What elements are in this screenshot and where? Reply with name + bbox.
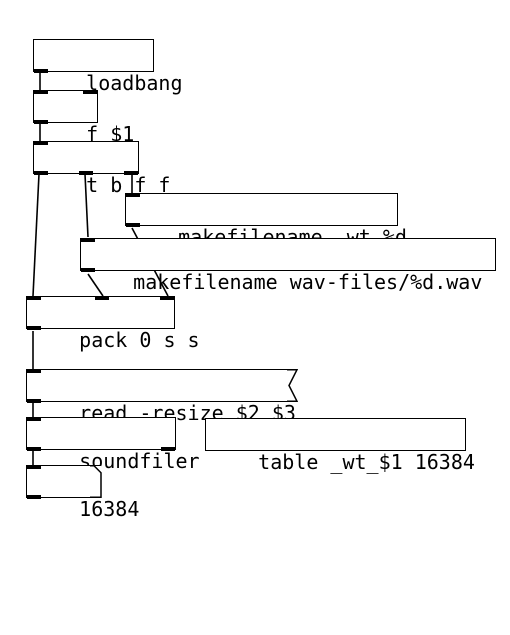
loadbang-object[interactable]: loadbang [33, 39, 183, 95]
table-object[interactable]: table _wt_$1 16384 [205, 418, 475, 474]
number-atom-outlet[interactable] [27, 494, 41, 499]
pack-inlet-right[interactable] [160, 295, 174, 300]
makefilename-wav-object-label: makefilename wav-files/%d.wav [133, 270, 483, 294]
patch-canvas: loadbang f $1 t b f f makefilename _wt_%… [26, 39, 496, 521]
pack-inlet-left[interactable] [27, 295, 41, 300]
pack-inlet-middle[interactable] [95, 295, 109, 300]
trigger-object-label: t b f f [86, 173, 171, 197]
number-atom-corner-icon [90, 464, 102, 498]
pack-object-label: pack 0 s s [79, 328, 200, 352]
number-atom-value: 16384 [79, 497, 140, 521]
trigger-outlet-float-right[interactable] [124, 170, 138, 175]
makefilename-wt-object[interactable]: makefilename _wt_%d [125, 192, 407, 249]
float-inlet-right[interactable] [83, 89, 97, 94]
number-atom-inlet[interactable] [27, 464, 41, 469]
float-object[interactable]: f $1 [33, 89, 134, 146]
loadbang-object-label: loadbang [86, 71, 183, 95]
trigger-inlet[interactable] [34, 140, 48, 145]
makefilename-wav-object[interactable]: makefilename wav-files/%d.wav [80, 237, 496, 294]
message-flag-icon [287, 368, 298, 402]
float-inlet-left[interactable] [34, 89, 48, 94]
pack-object[interactable]: pack 0 s s [26, 295, 200, 352]
loadbang-outlet[interactable] [34, 68, 48, 73]
number-atom[interactable]: 16384 [26, 464, 139, 521]
makefilename-wt-outlet[interactable] [126, 222, 140, 227]
trigger-object[interactable]: t b f f [33, 140, 170, 197]
read-message-box[interactable]: read -resize $2 $3 [26, 368, 298, 425]
soundfiler-object[interactable]: soundfiler [26, 416, 200, 473]
makefilename-wav-outlet[interactable] [81, 267, 95, 272]
soundfiler-inlet[interactable] [27, 416, 41, 421]
pack-outlet[interactable] [27, 325, 41, 330]
soundfiler-outlet-left[interactable] [27, 446, 41, 451]
soundfiler-outlet-right[interactable] [161, 446, 175, 451]
float-outlet[interactable] [34, 119, 48, 124]
read-message-outlet[interactable] [27, 398, 41, 403]
table-object-label: table _wt_$1 16384 [258, 450, 475, 474]
read-message-inlet[interactable] [27, 368, 41, 373]
makefilename-wt-inlet[interactable] [126, 192, 140, 197]
trigger-outlet-float-middle[interactable] [79, 170, 93, 175]
makefilename-wav-inlet[interactable] [81, 237, 95, 242]
trigger-outlet-bang[interactable] [34, 170, 48, 175]
